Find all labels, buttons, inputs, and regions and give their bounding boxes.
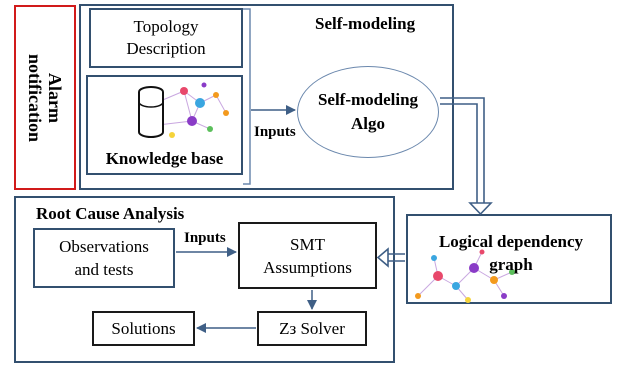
logical-dependency-graph-label: Logical dependency graph bbox=[413, 230, 609, 276]
smt-line-1: SMT bbox=[290, 234, 325, 254]
alarm-notification-box: Alarm notification bbox=[14, 5, 76, 190]
root-cause-analysis-title: Root Cause Analysis bbox=[36, 204, 185, 223]
algo-line-1: Self-modeling bbox=[317, 90, 419, 109]
topology-description-box: Topology Description bbox=[89, 8, 243, 68]
knowledge-network-icon bbox=[154, 82, 229, 138]
block-arrow-algo-to-graph bbox=[440, 97, 493, 216]
ldg-line-2: graph bbox=[489, 255, 533, 274]
smt-line-2: Assumptions bbox=[263, 257, 352, 277]
algo-line-2: Algo bbox=[350, 114, 385, 133]
dependency-network-icon bbox=[415, 249, 515, 303]
z3-solver-label: Zз Solver bbox=[279, 318, 345, 338]
observations-line-1: Observations bbox=[59, 237, 149, 256]
topology-line-2: Description bbox=[126, 39, 206, 58]
topology-line-1: Topology bbox=[133, 17, 199, 36]
block-arrow-graph-to-smt bbox=[376, 247, 405, 268]
self-modeling-title: Self-modeling bbox=[315, 14, 416, 33]
knowledge-base-graphic bbox=[138, 82, 229, 138]
inputs-label-top: Inputs bbox=[254, 124, 296, 140]
database-cylinder-icon bbox=[138, 86, 164, 138]
ldg-line-1: Logical dependency bbox=[438, 232, 584, 251]
observations-and-tests-box: Observations and tests bbox=[33, 228, 175, 288]
smt-assumptions-box: SMT Assumptions bbox=[238, 222, 377, 289]
logical-dependency-graph-box bbox=[406, 214, 612, 304]
inputs-label-bottom: Inputs bbox=[184, 230, 226, 246]
observations-line-2: and tests bbox=[74, 260, 134, 279]
z3-solver-box: Zз Solver bbox=[257, 311, 367, 346]
knowledge-base-label: Knowledge base bbox=[105, 149, 224, 168]
self-modeling-algo-ellipse: Self-modeling Algo bbox=[297, 66, 439, 158]
solutions-box: Solutions bbox=[92, 311, 195, 346]
knowledge-base-box: Knowledge base bbox=[86, 75, 243, 175]
solutions-label: Solutions bbox=[111, 318, 176, 338]
